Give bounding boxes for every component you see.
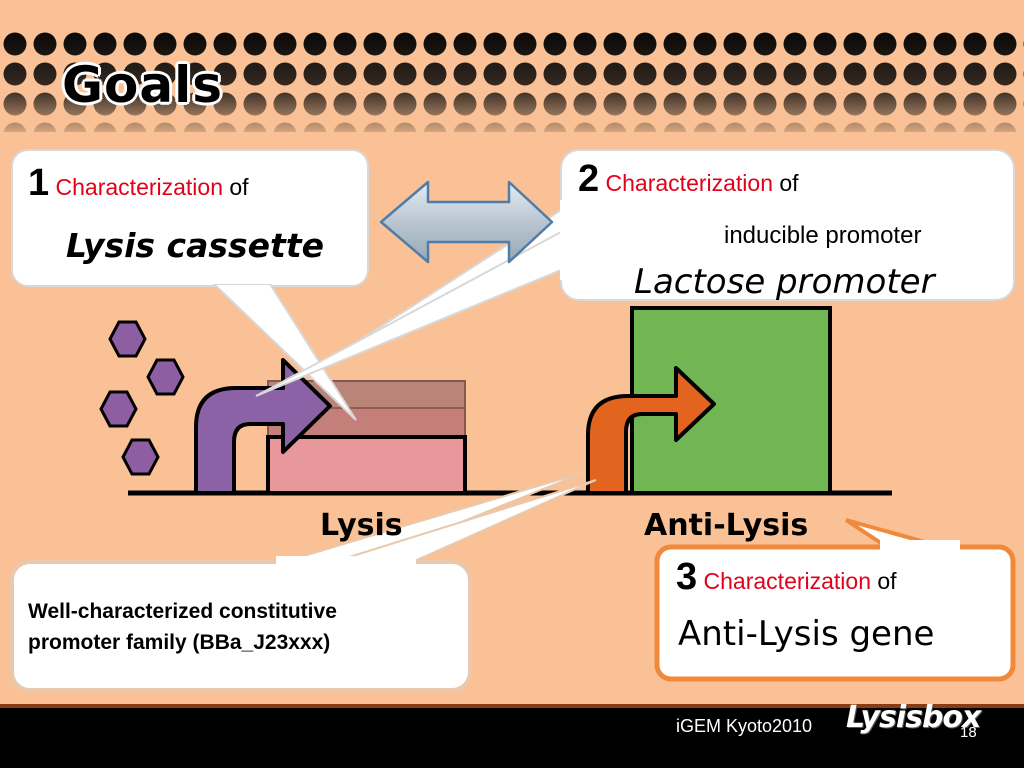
callout-3-number: 3 — [676, 556, 698, 598]
callout-2-suffix: of — [779, 170, 799, 196]
constitutive-promoter-arrow — [586, 366, 716, 495]
callout-2-number: 2 — [578, 158, 600, 200]
callout-3-suffix: of — [877, 568, 897, 594]
hexagon-icon — [99, 390, 138, 428]
hexagon-icon — [146, 358, 185, 396]
callout-3-subject: Anti-Lysis gene — [678, 614, 935, 654]
header-dot-pattern — [0, 26, 1024, 132]
callout-2-subject: Lactose promoter — [634, 262, 935, 302]
callout-1-text: 1 Characterization of Lysis cassette — [28, 162, 368, 265]
callout-4-bubble — [10, 471, 597, 692]
page-number: 18 — [960, 724, 977, 741]
footer-text: iGEM Kyoto2010 — [676, 716, 813, 736]
lysis-label: Lysis — [320, 508, 403, 543]
callout-1-suffix: of — [229, 174, 249, 200]
callout-2-detail: inducible promoter — [724, 222, 922, 249]
callout-4-line-1: Well-characterized constitutive — [28, 600, 337, 623]
hexagon-icon — [108, 320, 147, 358]
callout-2-keyword: Characterization — [605, 170, 773, 196]
callout-4-text: Well-characterized constitutive promoter… — [28, 596, 468, 658]
inducer-molecules — [99, 320, 185, 476]
slide-title: Goals — [62, 56, 224, 114]
hexagon-icon — [121, 438, 160, 476]
anti-lysis-label: Anti-Lysis — [644, 508, 809, 543]
callout-2-text: 2 Characterization of inducible promoter… — [578, 158, 1008, 302]
callout-1-keyword: Characterization — [55, 174, 223, 200]
lysisbox-logo: Lysisbox — [846, 700, 981, 735]
callout-3-keyword: Characterization — [703, 568, 871, 594]
callout-4-line-2: promoter family (BBa_J23xxx) — [28, 631, 331, 654]
lactose-promoter-arrow — [194, 358, 332, 495]
callout-3-text: 3 Characterization of Anti-Lysis gene — [676, 556, 1006, 654]
callout-1-subject: Lysis cassette — [66, 226, 324, 265]
footer-bar — [0, 704, 1024, 768]
double-arrow-icon — [379, 180, 554, 264]
lysis-cassette-boxes — [266, 380, 467, 495]
callout-1-bubble — [11, 149, 369, 421]
callout-2-bubble — [255, 149, 1015, 397]
callout-1-number: 1 — [28, 162, 50, 204]
callout-3-bubble — [654, 518, 1016, 682]
